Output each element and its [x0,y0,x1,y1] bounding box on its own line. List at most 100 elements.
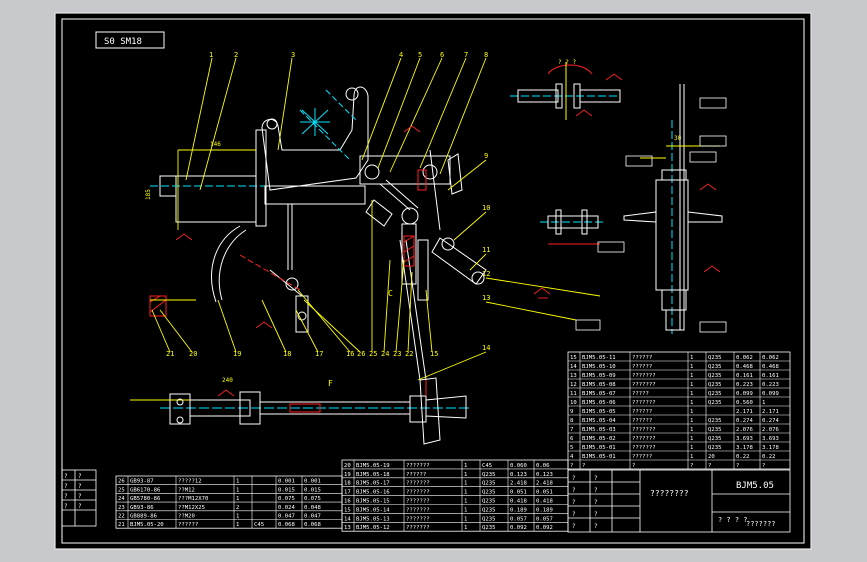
table-cell: 14 [344,516,351,522]
table-header-cell: ? [632,463,635,469]
table-cell: ??????? [406,499,430,505]
table-cell: 0.057 [536,516,553,522]
table-header-cell: ? [708,463,711,469]
balloon-24: 24 [381,350,389,358]
table-cell: ??M20 [178,514,195,520]
drawing-name: ???????? [650,489,689,498]
table-cell: 25 [118,487,125,493]
table-cell: BJM5.05-01 [582,454,616,460]
table-cell: BJM5.05-15 [356,499,390,505]
dim-30: 30 [674,135,682,142]
table-cell: 1 [690,373,693,379]
table-cell: 0.068 [278,522,295,528]
table-cell: 0.024 [278,505,295,511]
table-cell: 22 [118,514,125,520]
table-cell: 0.418 [510,499,527,505]
main-assembly-view [150,86,487,381]
table-cell: 0.062 [762,355,779,361]
table-frame [567,351,791,470]
table-cell: ??????? [632,445,656,451]
balloon-1: 1 [209,51,213,59]
table-cell: ??????? [406,481,430,487]
table-cell: 1 [236,522,239,528]
revision-block-text: ?? ?? ?? ?? [64,473,82,510]
table-cell: Q235 [708,355,721,361]
balloons-top: 1 2 3 4 5 6 7 8 [209,51,488,59]
balloon-7: 7 [464,51,468,59]
svg-text:?: ? [78,483,82,490]
table-header-cell: ? [762,463,765,469]
table-cell: 2.418 [510,481,527,487]
table-cell: 1 [762,400,765,406]
table-cell: Q235 [482,481,495,487]
balloon-17: 17 [315,350,323,358]
table-cell: BJM5.05-03 [582,427,616,433]
table-cell: 1 [690,364,693,370]
table-cell: ??????? [632,427,656,433]
table-cell: BJM5.05-09 [582,373,616,379]
table-cell: 0.047 [278,514,295,520]
table-cell: BJM5.05-10 [582,364,616,370]
table-cell: 0.189 [510,507,527,513]
dimension-labels: ? ? ? 146 185 240 30 [145,59,682,384]
table-cell: 1 [236,479,239,485]
svg-text:?: ? [572,511,576,518]
table-cell: 0.075 [304,496,321,502]
table-cell: 1 [464,472,467,478]
table-cell: 11 [570,391,577,397]
table-cell: 0.057 [510,516,527,522]
table-cell: 0.092 [510,525,527,531]
title-block-text: BJM5.05 ???????? ??????? ? ? ? ? ? ? ? ?… [572,475,776,530]
table-cell: 0.274 [736,418,753,424]
table-cell: ???M12X70 [178,496,208,502]
title-stamp: S0 SM18 [95,31,165,49]
table-cell: ??????? [632,382,656,388]
table-cell: 0.001 [304,479,321,485]
table-cell: 23 [118,505,125,511]
table-cell: ??????? [632,436,656,442]
balloon-9: 9 [484,152,488,160]
balloon-15: 15 [430,350,438,358]
table-cell: BJM5.05-04 [582,418,616,424]
dim-146: 146 [210,141,221,148]
svg-text:?: ? [594,475,598,482]
table-cell: 20 [708,454,715,460]
table-cell: ??????? [406,516,430,522]
table-header-cell: ? [582,463,585,469]
svg-text:?: ? [64,493,68,500]
table-cell: 1 [464,525,467,531]
svg-text:?: ? [78,503,82,510]
svg-text:?: ? [572,499,576,506]
svg-text:?: ? [594,499,598,506]
table-cell: 13 [570,373,577,379]
table-cell: C45 [254,522,264,528]
table-cell: 0.062 [736,355,753,361]
table-cell: 3.693 [762,436,779,442]
table-cell: ?????? [632,409,652,415]
table-cell: Q235 [708,391,721,397]
table-cell: Q235 [482,490,495,496]
table-cell: 0.123 [510,472,527,478]
table-cell: Q235 [708,418,721,424]
svg-text:?: ? [64,483,68,490]
table-cell: 0.22 [736,454,749,460]
table-cell: 0.418 [536,499,553,505]
svg-text:?: ? [64,503,68,510]
table-cell: ??M12X25 [178,505,205,511]
table-cell: 0.015 [304,487,321,493]
table-cell: GB93-87 [130,479,154,485]
table-cell: 0.075 [278,496,295,502]
table-cell: BJM5.05-08 [582,382,616,388]
svg-text:?: ? [594,523,598,530]
table-cell: 24 [118,496,125,502]
bottom-shaft-view [160,377,470,445]
